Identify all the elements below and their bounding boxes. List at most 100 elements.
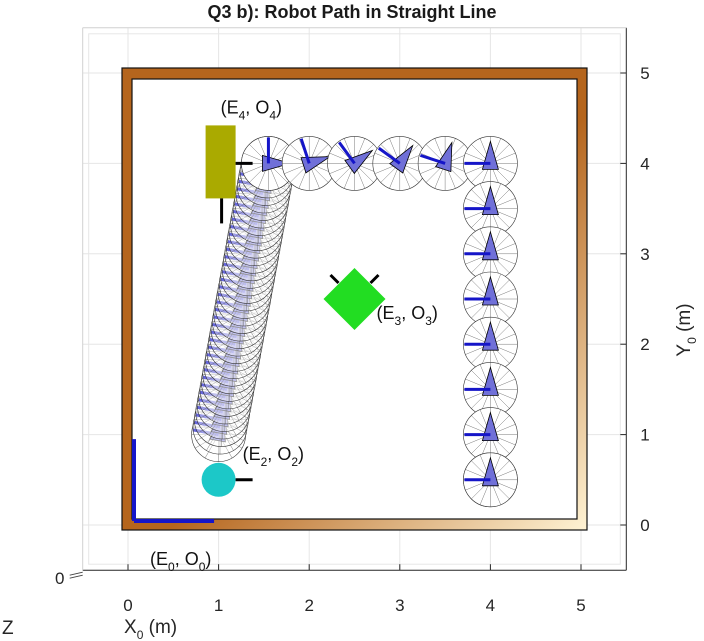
object-o3-axis <box>329 273 340 285</box>
frame-label-part: ) <box>432 303 438 323</box>
frame-label-part: O <box>277 444 291 464</box>
frame-label-part: 0 <box>168 560 175 574</box>
robot-heading <box>435 141 453 173</box>
frame-label-part: ) <box>298 444 304 464</box>
frame-labels: (E0, O0)(E2, O2)(E3, O3)(E4, O4) <box>150 97 438 574</box>
objects <box>201 125 386 497</box>
robot-marker <box>327 136 382 191</box>
frame-label-part: ( <box>221 97 227 117</box>
frame-label-part: 4 <box>269 108 276 122</box>
robot-axle <box>210 330 237 339</box>
chart-title: Q3 b): Robot Path in Straight Line <box>208 2 497 22</box>
robot-axle <box>202 375 229 384</box>
object-o4 <box>205 125 236 199</box>
robot-axle <box>213 315 240 324</box>
robot-axle <box>235 194 262 203</box>
robot-axle <box>196 405 224 414</box>
robot-heading <box>344 149 374 175</box>
frame-label-part: E <box>227 97 239 117</box>
robot-axle <box>419 153 446 165</box>
frame-label: (E2, O2) <box>243 444 304 469</box>
frame-label-part: ) <box>205 549 211 569</box>
robot-axle <box>220 277 247 286</box>
frame-label-part: ( <box>377 303 383 323</box>
robot-axle <box>217 292 244 301</box>
robot-axle <box>228 232 255 241</box>
frame-label-part: 2 <box>291 455 298 469</box>
robot-marker <box>463 407 518 462</box>
robot-axle <box>205 360 232 369</box>
frame-label-part: ) <box>276 97 282 117</box>
robot-axle <box>212 322 239 331</box>
robot-axle <box>192 428 219 437</box>
frame-label-part: 4 <box>239 108 246 122</box>
robot-marker <box>463 181 518 236</box>
x-tick-label: 2 <box>304 596 313 615</box>
robot-axle <box>221 270 248 278</box>
robot-axle <box>201 383 228 391</box>
robot-axle <box>227 240 254 248</box>
frame-label-part: ( <box>150 549 156 569</box>
robot-axle <box>377 146 401 165</box>
robot-marker <box>463 362 518 417</box>
robot-marker <box>463 271 518 327</box>
robot-marker <box>417 136 473 191</box>
robot-axle <box>203 368 230 376</box>
robot-marker <box>463 316 518 372</box>
frame-label-part: O <box>411 303 425 323</box>
robot-axle <box>224 255 251 263</box>
robot-axle <box>199 390 226 399</box>
robot-heading <box>389 144 414 174</box>
frame-label: (E0, O0) <box>150 549 211 574</box>
robot-axle <box>216 300 243 309</box>
z-axis-line <box>69 574 83 579</box>
frame-label-part: O <box>255 97 269 117</box>
robot-marker <box>463 452 518 508</box>
robot-axle <box>230 225 257 233</box>
frame-label-part: , <box>245 97 255 117</box>
robot-axle <box>299 138 311 164</box>
robot-axle <box>237 187 264 196</box>
frame-label-part: E <box>249 444 261 464</box>
x-tick-label: 0 <box>123 596 132 615</box>
frame-label-part: E <box>156 549 168 569</box>
robot-axle <box>209 338 236 346</box>
z-axis-label: Z <box>2 618 14 639</box>
x-tick-label: 4 <box>486 596 495 615</box>
frame-label-part: E <box>383 303 395 323</box>
frame-label-part: 2 <box>261 455 268 469</box>
frame-label-part: 3 <box>425 314 432 328</box>
robot-axle <box>232 209 260 218</box>
y-tick-label: 4 <box>640 154 649 173</box>
robot-axle <box>338 141 356 165</box>
object-o2 <box>201 462 236 497</box>
object-o3 <box>323 268 386 330</box>
x-tick-label: 3 <box>395 596 404 615</box>
robot-path <box>132 136 518 523</box>
y-axis-label: Y0 (m) <box>674 303 699 356</box>
robot-axle <box>223 262 250 271</box>
frame-label: (E4, O4) <box>221 97 282 122</box>
robot-axle <box>234 202 261 211</box>
frame-label-part: O <box>185 549 199 569</box>
z-tick-label: 0 <box>55 569 64 588</box>
x-axis-label: X0 (m) <box>124 617 177 641</box>
robot-axle <box>206 353 233 361</box>
y-tick-label: 2 <box>640 335 649 354</box>
robot-axle <box>231 217 258 226</box>
x-tick-label: 1 <box>214 596 223 615</box>
frame-label-part: , <box>267 444 277 464</box>
y-tick-label: 0 <box>640 516 649 535</box>
robot-axle <box>214 307 242 316</box>
frame-label-part: , <box>401 303 411 323</box>
y-tick-label: 1 <box>640 426 649 445</box>
frame-label-part: , <box>175 549 185 569</box>
robot-marker <box>281 136 337 191</box>
frame-label: (E3, O3) <box>377 303 438 328</box>
z-axis-line <box>69 571 83 576</box>
robot-axle <box>225 247 253 256</box>
robot-axle <box>207 345 235 354</box>
object-o3-axis <box>369 273 380 285</box>
